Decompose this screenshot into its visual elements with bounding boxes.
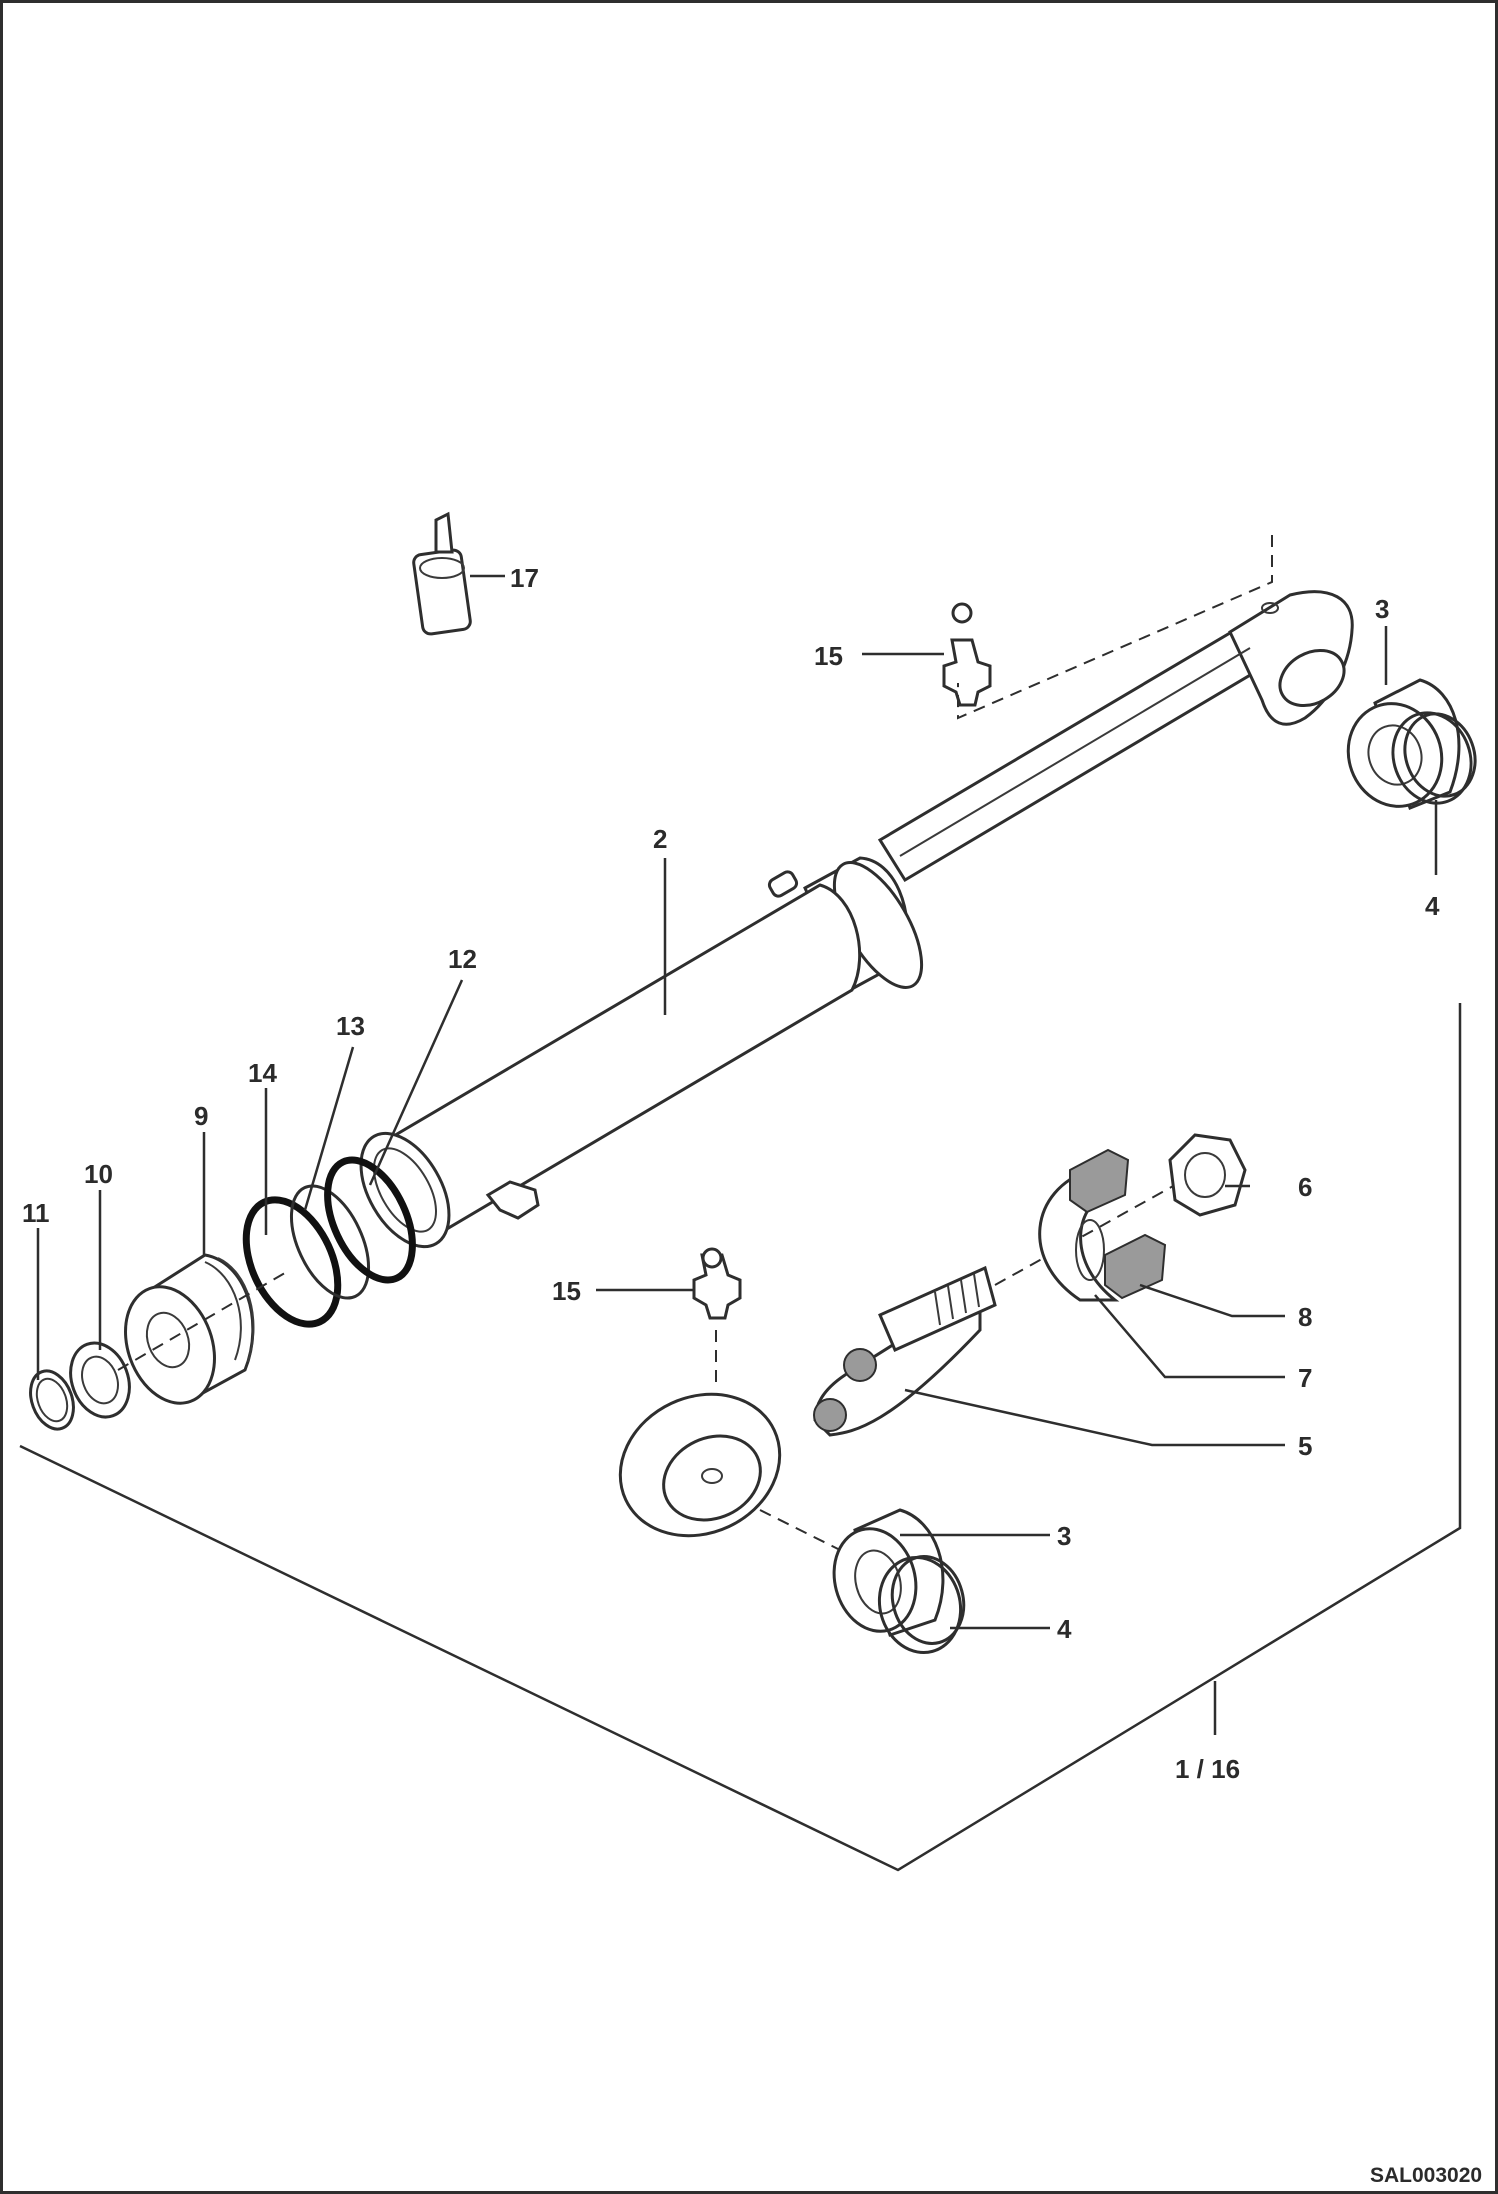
callout-1-16: 1 / 16 bbox=[1175, 1754, 1240, 1784]
callout-5: 5 bbox=[1298, 1431, 1312, 1461]
front-dash-axis bbox=[117, 1269, 291, 1371]
lower-dash-axis bbox=[994, 1184, 1176, 1286]
callout-4-upper: 4 bbox=[1425, 891, 1440, 921]
part-4-circlip-upper bbox=[1391, 711, 1477, 805]
part-15-grease-nipple-lower bbox=[596, 1247, 742, 1320]
part-10-washer bbox=[69, 1341, 131, 1419]
callout-3-upper: 3 bbox=[1375, 594, 1389, 624]
part-15-grease-nipple-upper bbox=[862, 602, 992, 707]
part-13-backup-ring bbox=[289, 1184, 371, 1300]
callout-4-lower: 4 bbox=[1057, 1614, 1072, 1644]
callout-3-lower: 3 bbox=[1057, 1521, 1071, 1551]
callout-10: 10 bbox=[84, 1159, 113, 1189]
part-12-oring bbox=[324, 1156, 416, 1284]
part-14-oring bbox=[242, 1196, 342, 1328]
part-5-rod-eye bbox=[618, 1265, 997, 1538]
callout-6: 6 bbox=[1298, 1172, 1312, 1202]
part-4-circlip-lower bbox=[877, 1555, 966, 1655]
part-11-ring bbox=[29, 1369, 75, 1431]
part-8-clamp-pads bbox=[1069, 1148, 1167, 1300]
callout-labels: 2 3 4 6 8 7 5 3 4 12 13 14 9 10 11 15 15… bbox=[22, 563, 1440, 1784]
upper-dash-line bbox=[957, 535, 1273, 720]
part-3-bearing-upper bbox=[1346, 678, 1461, 810]
cylinder-assembly bbox=[359, 590, 1354, 1249]
callout-9: 9 bbox=[194, 1101, 208, 1131]
part-9-piston bbox=[124, 1253, 255, 1405]
callout-15-upper: 15 bbox=[814, 641, 843, 671]
callout-13: 13 bbox=[336, 1011, 365, 1041]
callout-2: 2 bbox=[653, 824, 667, 854]
leader-lines bbox=[36, 858, 1285, 1630]
lower-dash-bearing bbox=[759, 1509, 851, 1556]
callout-15-lower: 15 bbox=[552, 1276, 581, 1306]
part-6-nut bbox=[1168, 1133, 1247, 1217]
callout-11: 11 bbox=[22, 1198, 50, 1228]
part-7-clamp bbox=[1038, 1168, 1120, 1302]
callout-17: 17 bbox=[510, 563, 539, 593]
callout-12: 12 bbox=[448, 944, 477, 974]
callout-14: 14 bbox=[248, 1058, 277, 1088]
assembly-bracket bbox=[19, 1003, 1462, 1872]
part-17-cartridge bbox=[412, 511, 505, 636]
callout-8: 8 bbox=[1298, 1302, 1312, 1332]
drawing-id: SAL003020 bbox=[1370, 2164, 1482, 2187]
callout-7: 7 bbox=[1298, 1363, 1312, 1393]
